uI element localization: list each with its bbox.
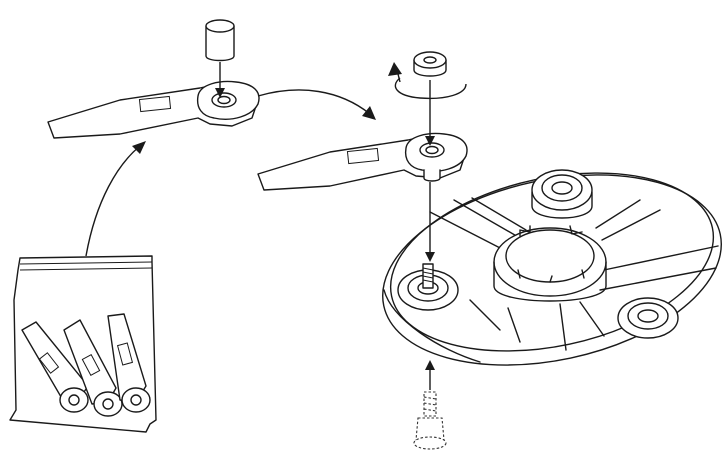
bag-blade-1	[21, 321, 89, 413]
bag-blade-3	[107, 313, 151, 413]
up-arrow-icon	[425, 360, 435, 390]
nut-icon	[413, 51, 447, 77]
down-arrow-icon	[425, 80, 435, 146]
curved-arrow-icon	[85, 141, 146, 257]
blade-on-disc	[257, 132, 468, 191]
threaded-stud-icon	[422, 263, 434, 289]
down-arrow-icon	[425, 182, 435, 262]
screw-icon	[413, 391, 447, 450]
cylinder-cap-icon	[205, 19, 235, 62]
blade-top-left	[47, 80, 260, 139]
rotate-arrow-icon	[388, 62, 467, 100]
cutting-disc	[382, 169, 722, 366]
bag-blade-2	[63, 319, 123, 417]
down-arrow-icon	[215, 62, 225, 98]
curved-arrow-icon	[257, 89, 376, 120]
spare-blade-bag	[9, 255, 157, 433]
